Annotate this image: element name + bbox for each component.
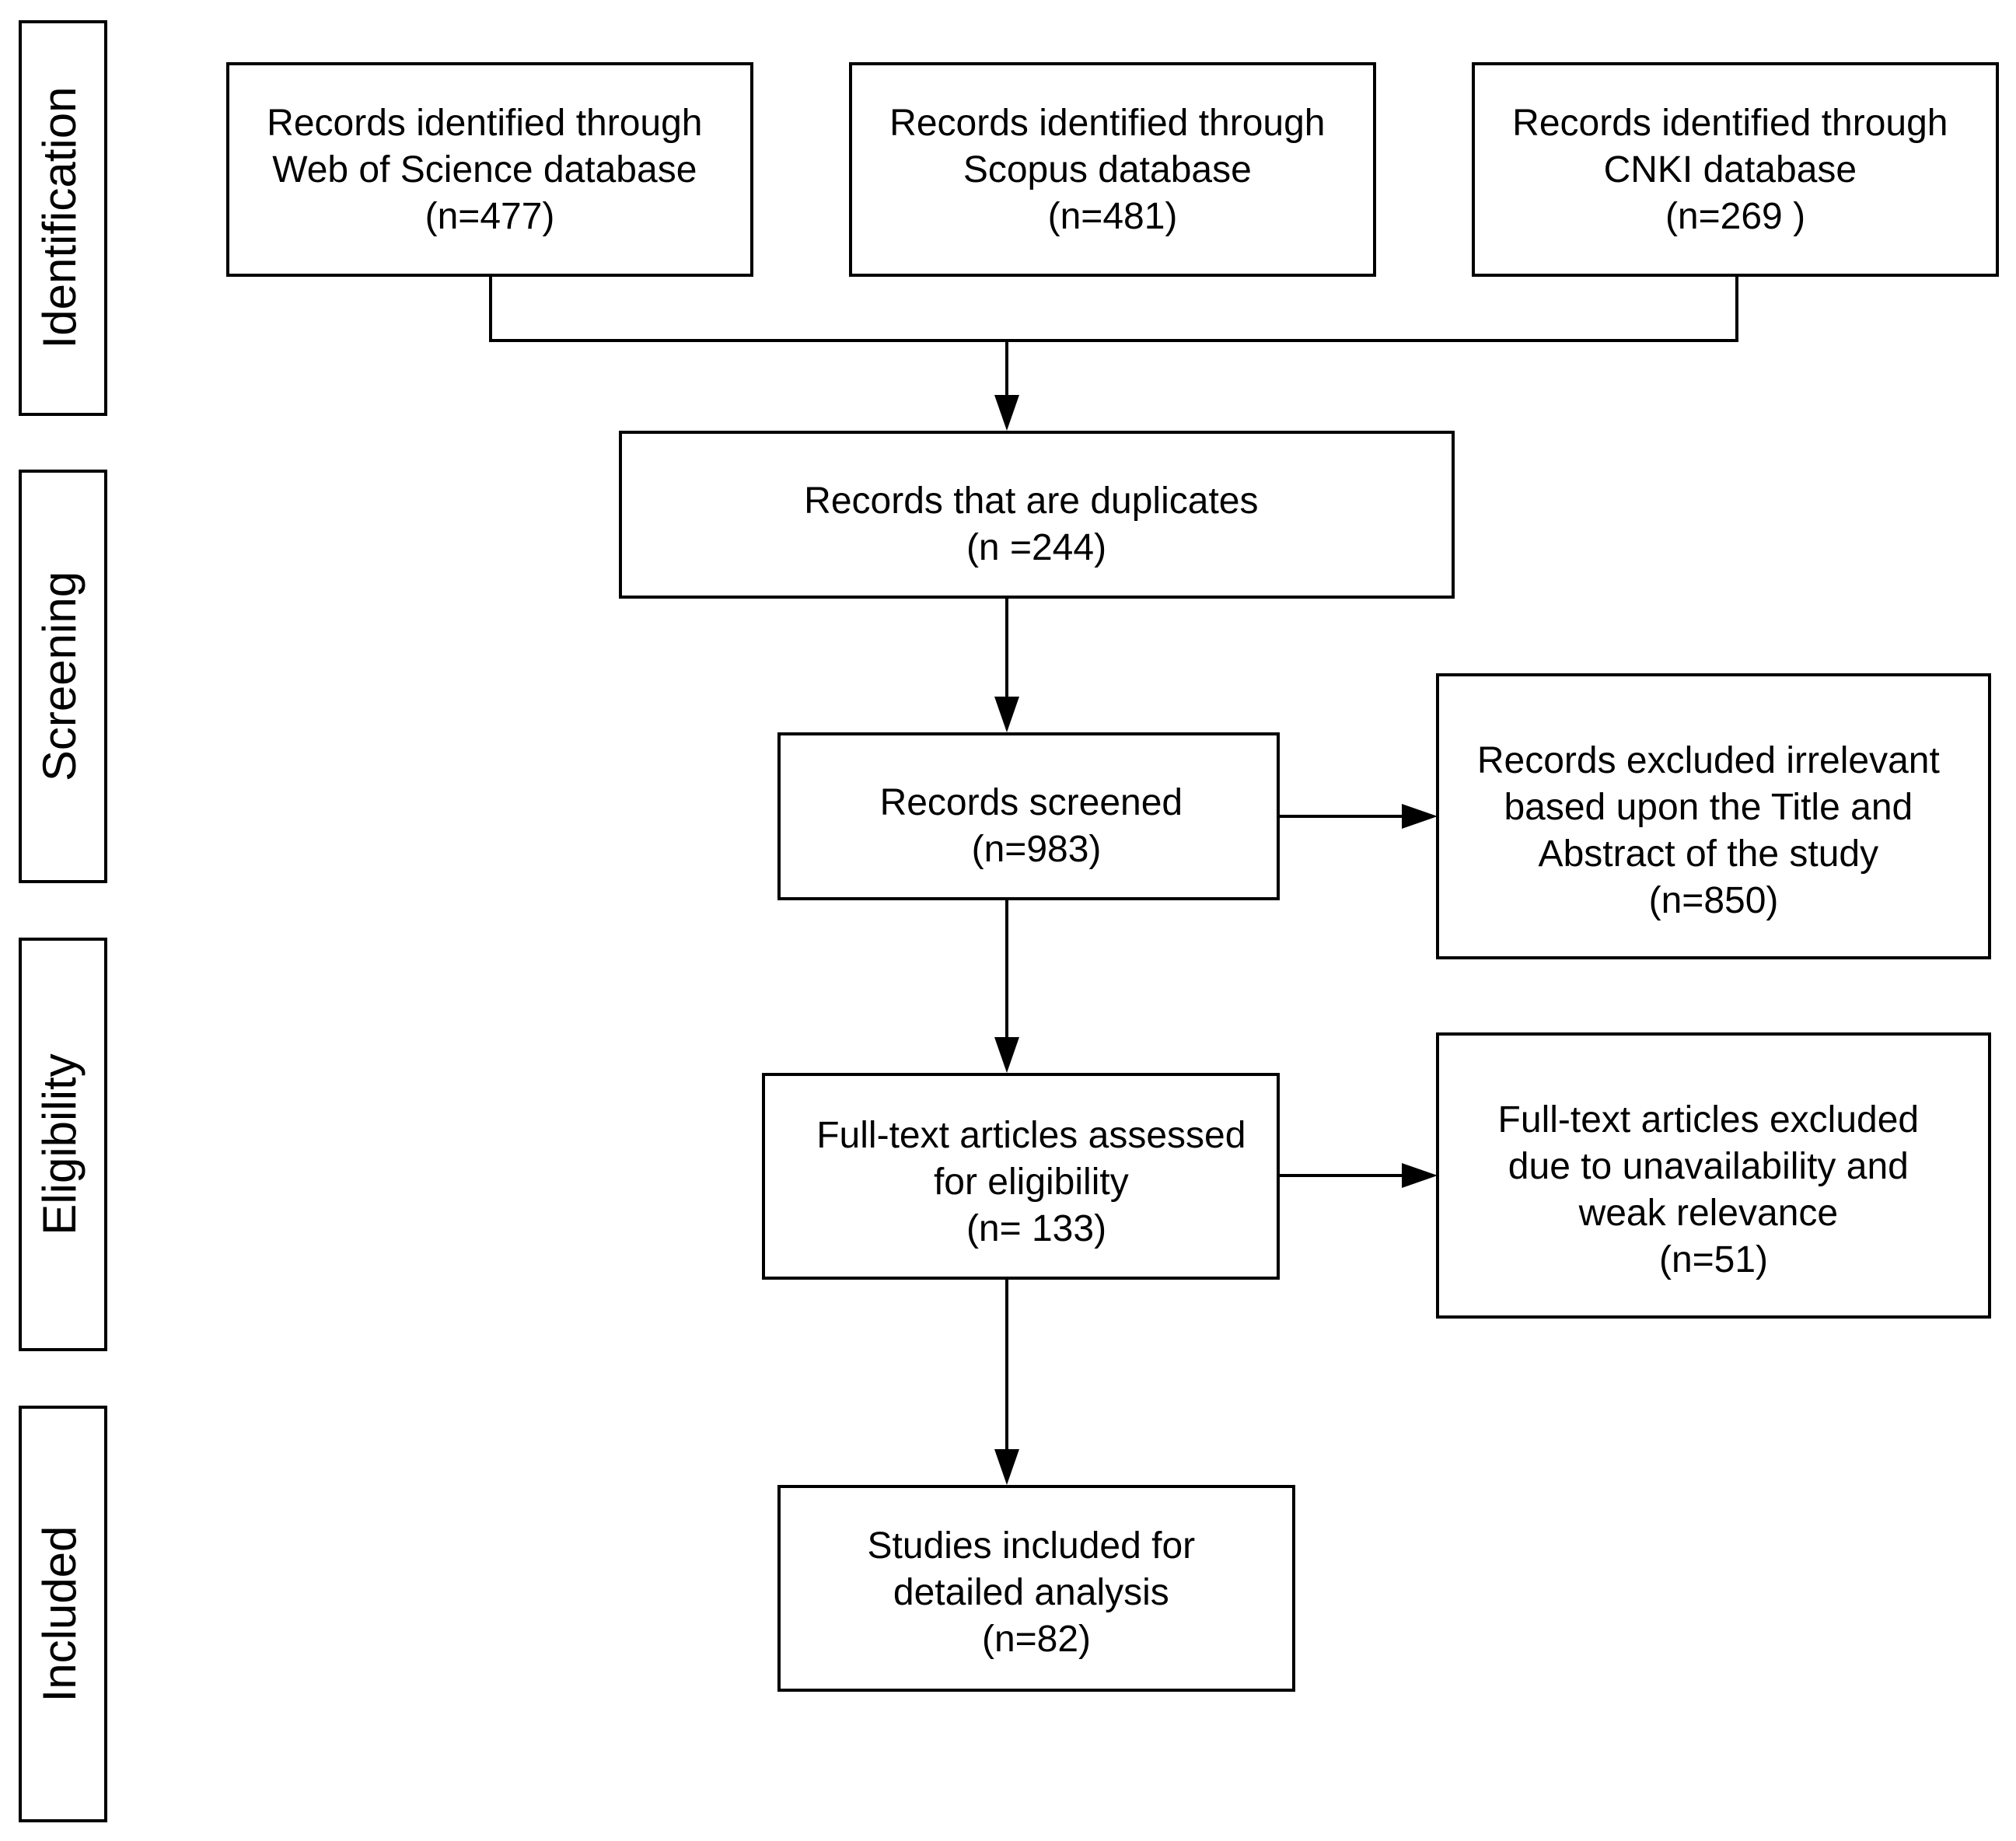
stage-label: Included [33, 1526, 86, 1703]
box-cnki: Records identified through CNKI database… [1472, 62, 1999, 277]
stage-eligibility: Eligibility [19, 938, 107, 1351]
stage-included: Included [19, 1406, 107, 1822]
box-text: Records identified through Web of Scienc… [267, 103, 713, 237]
stage-label: Screening [33, 571, 86, 781]
box-text: Full-text articles assessed for eligibil… [816, 1115, 1256, 1249]
box-text: Records excluded irrelevant based upon t… [1477, 740, 1950, 921]
box-duplicates: Records that are duplicates (n =244) [619, 431, 1455, 599]
connectors [489, 277, 1738, 1485]
stage-identification: Identification [19, 20, 107, 416]
arrowhead [1402, 1163, 1438, 1188]
arrowhead [994, 395, 1019, 431]
box-fulltext-assessed: Full-text articles assessed for eligibil… [762, 1073, 1280, 1280]
box-excluded-title-abstract: Records excluded irrelevant based upon t… [1436, 673, 1991, 959]
merge-line [489, 277, 1738, 342]
box-scopus: Records identified through Scopus databa… [849, 62, 1376, 277]
stage-label: Identification [33, 87, 86, 349]
box-text: Records identified through Scopus databa… [889, 103, 1336, 237]
box-text: Records identified through CNKI database… [1512, 103, 1958, 237]
arrowhead [994, 1449, 1019, 1485]
box-studies-included: Studies included for detailed analysis (… [777, 1485, 1295, 1692]
stage-screening: Screening [19, 470, 107, 883]
box-text: Studies included for detailed analysis (… [868, 1525, 1206, 1660]
arrowhead [994, 1037, 1019, 1073]
arrowhead [994, 697, 1019, 732]
box-excluded-fulltext: Full-text articles excluded due to unava… [1436, 1032, 1991, 1319]
box-text: Records screened (n=983) [880, 782, 1193, 870]
box-text: Full-text articles excluded due to unava… [1498, 1099, 1930, 1280]
box-text: Records that are duplicates (n =244) [804, 480, 1269, 568]
box-web-of-science: Records identified through Web of Scienc… [226, 62, 753, 277]
arrowhead [1402, 804, 1438, 829]
stage-label: Eligibility [33, 1053, 86, 1235]
box-records-screened: Records screened (n=983) [777, 732, 1280, 900]
